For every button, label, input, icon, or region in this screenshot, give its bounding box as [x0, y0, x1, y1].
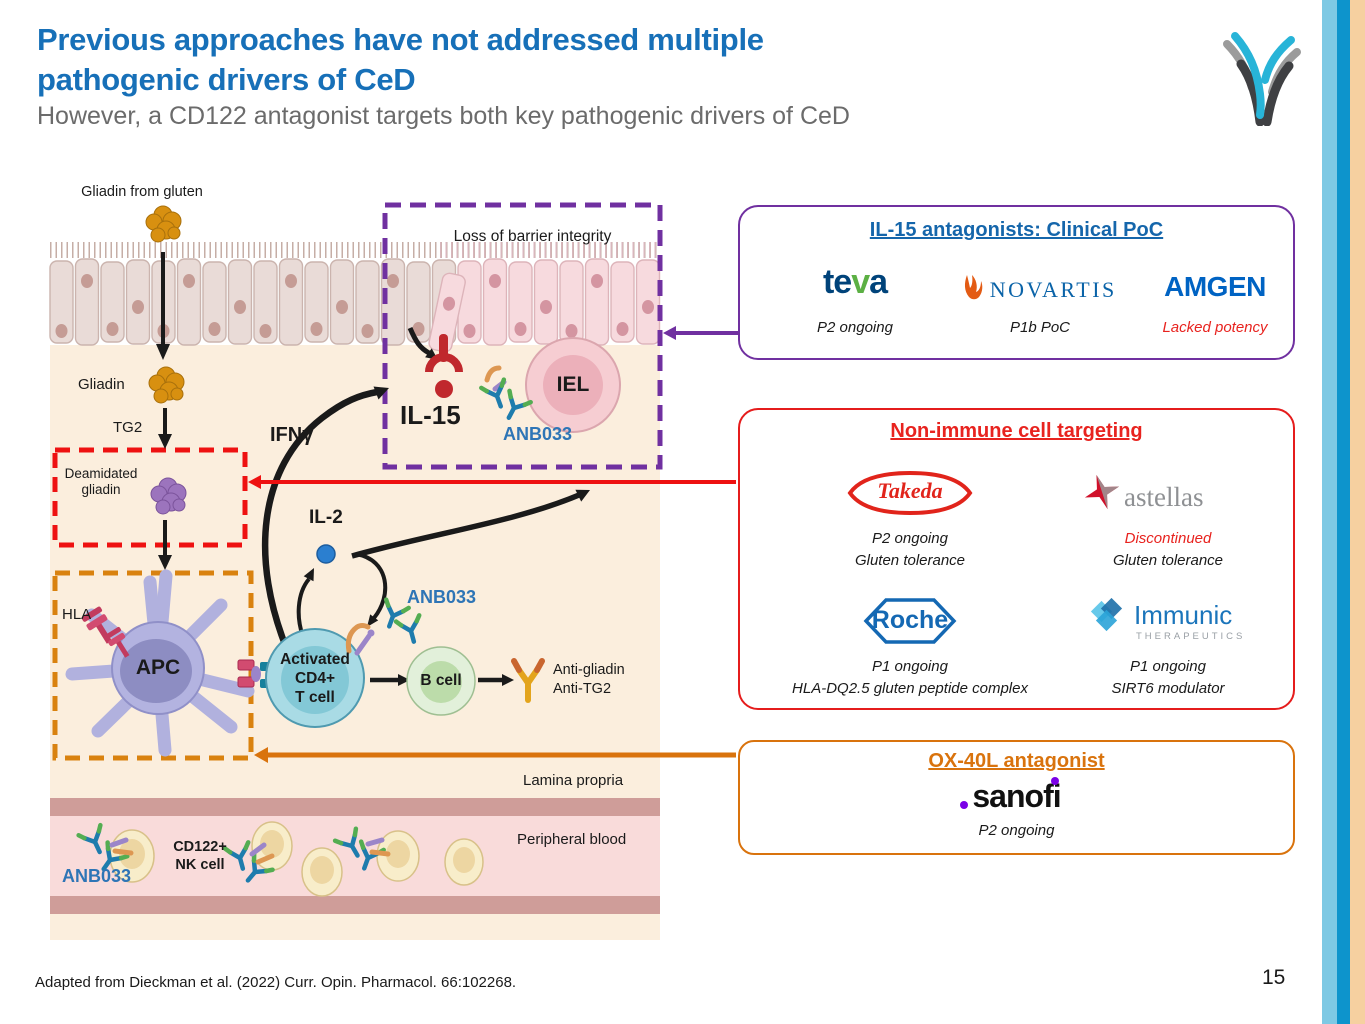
- page-number: 15: [1262, 966, 1286, 989]
- loss-of-barrier-label: Loss of barrier integrity: [453, 228, 612, 245]
- ox40l-panel-title: OX-40L antagonist: [928, 750, 1105, 772]
- pathway-arrows: [161, 252, 581, 683]
- gliadin-gluten-clump: [146, 206, 181, 242]
- il15-label: IL-15: [400, 400, 461, 430]
- panel-connector-arrows: [248, 326, 738, 763]
- il15-dashed-box: [382, 202, 663, 470]
- novartis-flame-icon: [965, 275, 983, 300]
- ifn-gamma-label: IFNγ: [270, 424, 314, 446]
- roche-detail: HLA-DQ2.5 gluten peptide complex: [792, 680, 1028, 697]
- apc-label: APC: [135, 656, 181, 679]
- gliadin-from-gluten-label: Gliadin from gluten: [81, 184, 203, 200]
- iel-cell: [525, 337, 621, 433]
- immunic-logo: Immunic: [1134, 600, 1233, 630]
- takeda-logo-icon: [847, 470, 973, 516]
- nk-cells: [109, 821, 484, 897]
- title-line-1: Previous approaches have not addressed m…: [37, 22, 764, 57]
- amgen-status: Lacked potency: [1162, 319, 1268, 336]
- teva-logo: teva: [822, 263, 888, 301]
- t-cell: [265, 628, 365, 728]
- il15-receptor-icon: [425, 334, 463, 398]
- sanofi-logo: sanofi: [960, 777, 1062, 814]
- roche-logo: Roche: [871, 606, 949, 634]
- astellas-detail: Gluten tolerance: [1112, 552, 1224, 569]
- immunic-logo-sub: THERAPEUTICS: [1136, 631, 1246, 642]
- ox40l-panel: OX-40L antagonist sanofi P2 ongoing: [738, 740, 1295, 855]
- non-immune-panel: Non-immune cell targeting Takeda P2 ongo…: [738, 408, 1295, 710]
- stripe-light-blue: [1322, 0, 1337, 1024]
- cd122-nk-label: CD122+ NK cell: [173, 839, 227, 873]
- immunic-detail: SIRT6 modulator: [1111, 680, 1225, 697]
- anb033-antibody-icon-iel: [481, 365, 530, 423]
- antibody-y-icon: [511, 658, 545, 703]
- peripheral-blood-label: Peripheral blood: [517, 831, 627, 848]
- immunic-status: P1 ongoing: [1130, 658, 1206, 675]
- il2-label: IL-2: [309, 507, 343, 528]
- page-title: Previous approaches have not addressed m…: [37, 20, 1187, 100]
- footer-citation: Adapted from Dieckman et al. (2022) Curr…: [35, 974, 517, 991]
- gliadin-label: Gliadin: [78, 376, 125, 393]
- title-line-2: pathogenic drivers of CeD: [37, 62, 416, 97]
- novartis-logo: NOVARTIS: [925, 273, 1155, 303]
- bcell-label: B cell: [420, 672, 462, 689]
- sanofi-purple-dot: [1050, 777, 1059, 785]
- astellas-logo: astellas: [1124, 482, 1204, 512]
- tg2-label: TG2: [113, 419, 143, 436]
- stripe-tan: [1350, 0, 1365, 1024]
- amgen-logo: AMGEN: [1164, 271, 1266, 302]
- anb033-label-iel: ANB033: [503, 424, 573, 444]
- sanofi-status: P2 ongoing: [978, 822, 1055, 839]
- il2-molecule: [316, 544, 336, 564]
- novartis-status: P1b PoC: [1009, 319, 1071, 336]
- il15-antagonists-panel: IL-15 antagonists: Clinical PoC teva P2 …: [738, 205, 1295, 360]
- il15-panel-title: IL-15 antagonists: Clinical PoC: [869, 219, 1164, 241]
- anti-gliadin-tg2-label: Anti-gliadin Anti-TG2: [553, 662, 625, 697]
- astellas-star-icon: [1084, 474, 1120, 510]
- roche-status: P1 ongoing: [872, 658, 948, 675]
- iel-label: IEL: [556, 373, 590, 396]
- activated-tcell-label: Activated CD4+ T cell: [280, 651, 350, 706]
- anb033-label-nk: ANB033: [62, 866, 132, 886]
- deamidated-gliadin-label: Deamidated gliadin: [64, 466, 138, 498]
- immunic-diamonds-icon: [1090, 598, 1123, 632]
- non-immune-panel-title: Non-immune cell targeting: [890, 420, 1143, 442]
- b-cell: [406, 646, 476, 716]
- stripe-blue: [1337, 0, 1350, 1024]
- lamina-propria-label: Lamina propria: [523, 772, 624, 789]
- anb033-antibody-icon-blood: [79, 825, 391, 888]
- teva-status: P2 ongoing: [817, 319, 893, 336]
- anb033-label-tcell: ANB033: [407, 587, 477, 607]
- takeda-detail: Gluten tolerance: [854, 552, 966, 569]
- roche-hexagon-icon: [863, 598, 957, 644]
- takeda-status: P2 ongoing: [872, 530, 948, 547]
- subtitle: However, a CD122 antagonist targets both…: [37, 102, 850, 130]
- company-logo-v-icon: [1223, 32, 1301, 126]
- hla-receptor-icon: [81, 606, 130, 658]
- tcell-receptor-icon: [345, 623, 375, 656]
- takeda-logo: Takeda: [877, 478, 943, 503]
- astellas-status: Discontinued: [1124, 530, 1212, 547]
- hla-label: HLA: [62, 606, 92, 623]
